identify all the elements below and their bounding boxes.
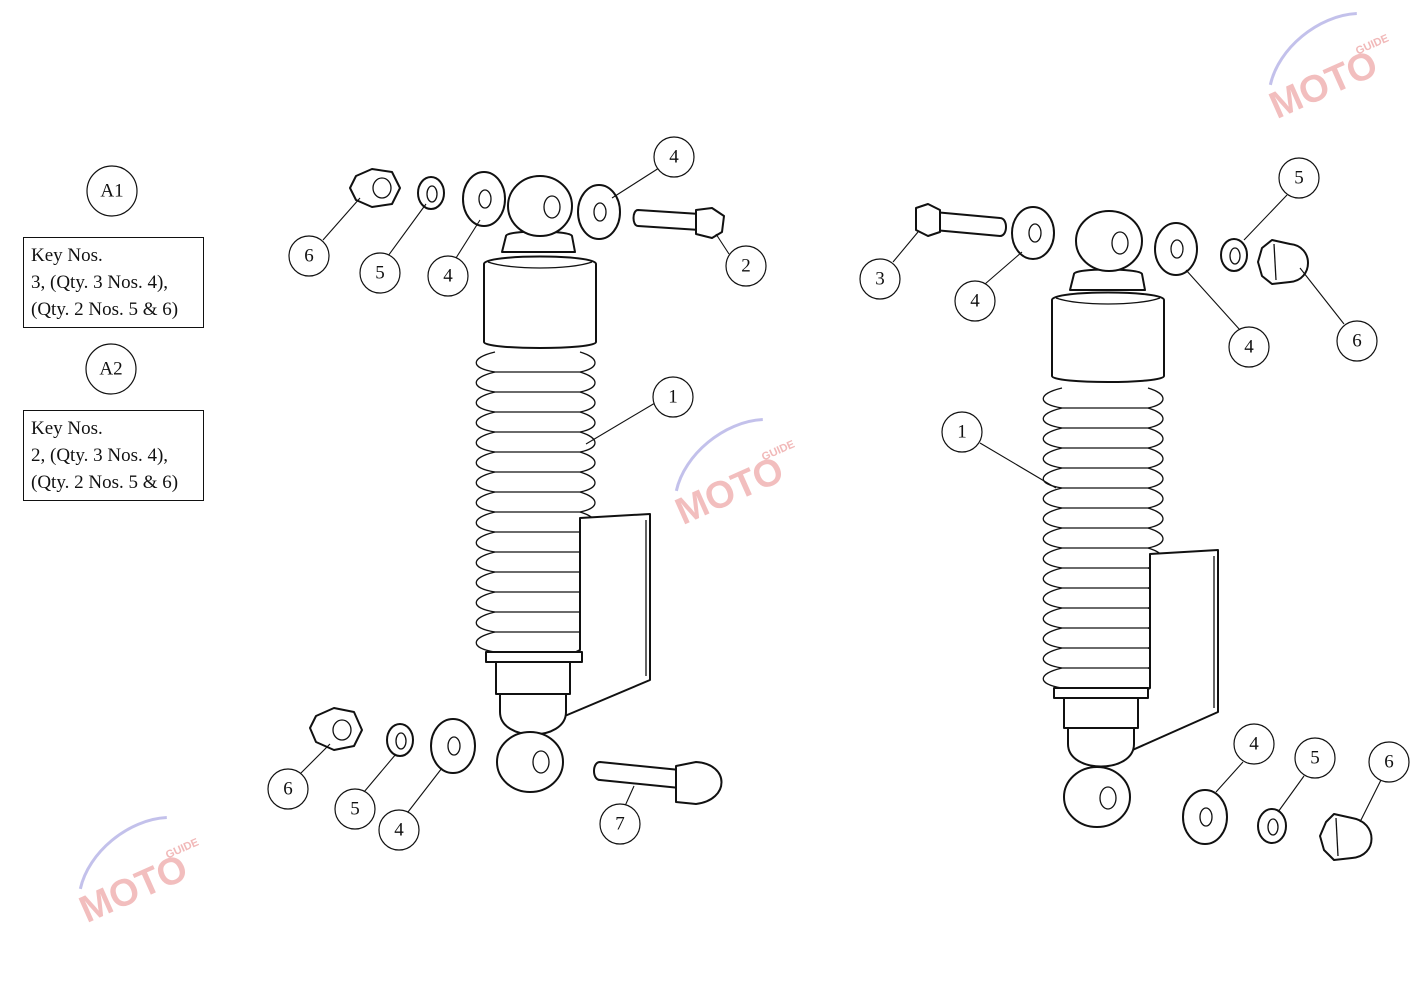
svg-text:GUIDE: GUIDE <box>760 438 797 463</box>
left-top-hex-nut <box>349 168 401 208</box>
callout: 6 <box>288 235 330 277</box>
svg-text:4: 4 <box>669 147 679 168</box>
svg-text:MOTO: MOTO <box>669 449 790 533</box>
svg-text:5: 5 <box>1310 748 1320 769</box>
right-bottom-cap-nut <box>1319 813 1373 861</box>
callout: 6 <box>1368 741 1410 783</box>
callout: 6 <box>1336 320 1378 362</box>
right-callouts: 3 4 4 5 6 1 4 5 6 <box>859 157 1410 783</box>
right-top-bolt <box>915 203 1007 237</box>
callout: 3 <box>859 258 901 300</box>
watermark-center: MOTO GUIDE <box>669 418 797 533</box>
group-label-a1: A1 <box>86 165 138 217</box>
left-bottom-hex-nut <box>309 707 363 751</box>
left-shock-absorber <box>309 168 725 805</box>
svg-text:4: 4 <box>1249 734 1259 755</box>
key-box-line: 2, (Qty. 3 Nos. 4), <box>31 445 169 466</box>
left-bottom-spring-washer <box>386 723 414 757</box>
callout: 6 <box>267 768 309 810</box>
left-top-washer-b <box>577 184 621 240</box>
left-top-spring-washer <box>417 176 445 210</box>
svg-text:4: 4 <box>443 266 453 287</box>
watermark-bottom-left: MOTO GUIDE <box>73 816 201 931</box>
key-box-line: (Qty. 2 Nos. 5 & 6) <box>31 299 179 320</box>
svg-text:GUIDE: GUIDE <box>1354 32 1391 57</box>
left-top-bolt <box>632 207 725 239</box>
key-box-line: 3, (Qty. 3 Nos. 4), <box>31 272 169 293</box>
right-shock-absorber <box>915 203 1373 861</box>
key-box-line: (Qty. 2 Nos. 5 & 6) <box>31 472 179 493</box>
callout: 5 <box>359 252 401 294</box>
svg-text:2: 2 <box>741 256 751 277</box>
key-box-line: Key Nos. <box>31 418 103 439</box>
svg-text:A2: A2 <box>99 359 122 380</box>
svg-text:MOTO: MOTO <box>73 847 194 931</box>
callout: 7 <box>599 803 641 845</box>
left-callouts: 6 5 4 4 2 1 6 5 4 7 <box>267 136 767 851</box>
right-bottom-spring-washer <box>1257 808 1287 844</box>
callout: 4 <box>1228 326 1270 368</box>
svg-text:1: 1 <box>957 422 967 443</box>
right-top-washer-a <box>1011 206 1055 260</box>
callout: 1 <box>652 376 694 418</box>
left-top-washer-a <box>462 171 506 227</box>
svg-text:6: 6 <box>1384 752 1394 773</box>
svg-text:6: 6 <box>1352 331 1362 352</box>
svg-text:5: 5 <box>1294 168 1304 189</box>
key-box-a1: Key Nos. 3, (Qty. 3 Nos. 4), (Qty. 2 Nos… <box>23 237 204 328</box>
svg-text:1: 1 <box>668 387 678 408</box>
right-top-washer-b <box>1154 222 1198 276</box>
right-top-cap-nut <box>1257 239 1309 285</box>
callout: 4 <box>378 809 420 851</box>
right-bottom-washer <box>1182 789 1228 845</box>
callout: 1 <box>941 411 983 453</box>
left-top-eye <box>507 175 573 237</box>
svg-text:5: 5 <box>375 263 385 284</box>
callout: 5 <box>1294 737 1336 779</box>
svg-text:6: 6 <box>283 779 293 800</box>
callout: 2 <box>725 245 767 287</box>
svg-text:3: 3 <box>875 269 885 290</box>
watermark-top-right: MOTO GUIDE <box>1263 12 1391 127</box>
left-bottom-eye <box>496 731 564 793</box>
group-label-a2: A2 <box>85 343 137 395</box>
key-box-a2: Key Nos. 2, (Qty. 3 Nos. 4), (Qty. 2 Nos… <box>23 410 204 501</box>
svg-text:7: 7 <box>615 814 625 835</box>
callout: 4 <box>954 280 996 322</box>
svg-text:MOTO: MOTO <box>1263 43 1384 127</box>
svg-text:4: 4 <box>970 291 980 312</box>
svg-text:4: 4 <box>394 820 404 841</box>
callout: 4 <box>653 136 695 178</box>
right-spring <box>1042 387 1164 689</box>
left-bottom-bolt <box>593 761 723 805</box>
svg-text:A1: A1 <box>100 181 123 202</box>
svg-text:GUIDE: GUIDE <box>164 836 201 861</box>
left-bottom-washer <box>430 718 476 774</box>
leader-lines <box>299 167 1382 823</box>
callout: 5 <box>334 788 376 830</box>
callout: 4 <box>1233 723 1275 765</box>
svg-text:4: 4 <box>1244 337 1254 358</box>
svg-text:5: 5 <box>350 799 360 820</box>
left-spring <box>475 351 596 653</box>
right-top-eye <box>1075 210 1143 272</box>
right-bottom-eye <box>1063 766 1131 828</box>
svg-text:6: 6 <box>304 246 314 267</box>
right-top-spring-washer <box>1220 238 1248 272</box>
callout: 4 <box>427 255 469 297</box>
callout: 5 <box>1278 157 1320 199</box>
key-box-line: Key Nos. <box>31 245 103 266</box>
